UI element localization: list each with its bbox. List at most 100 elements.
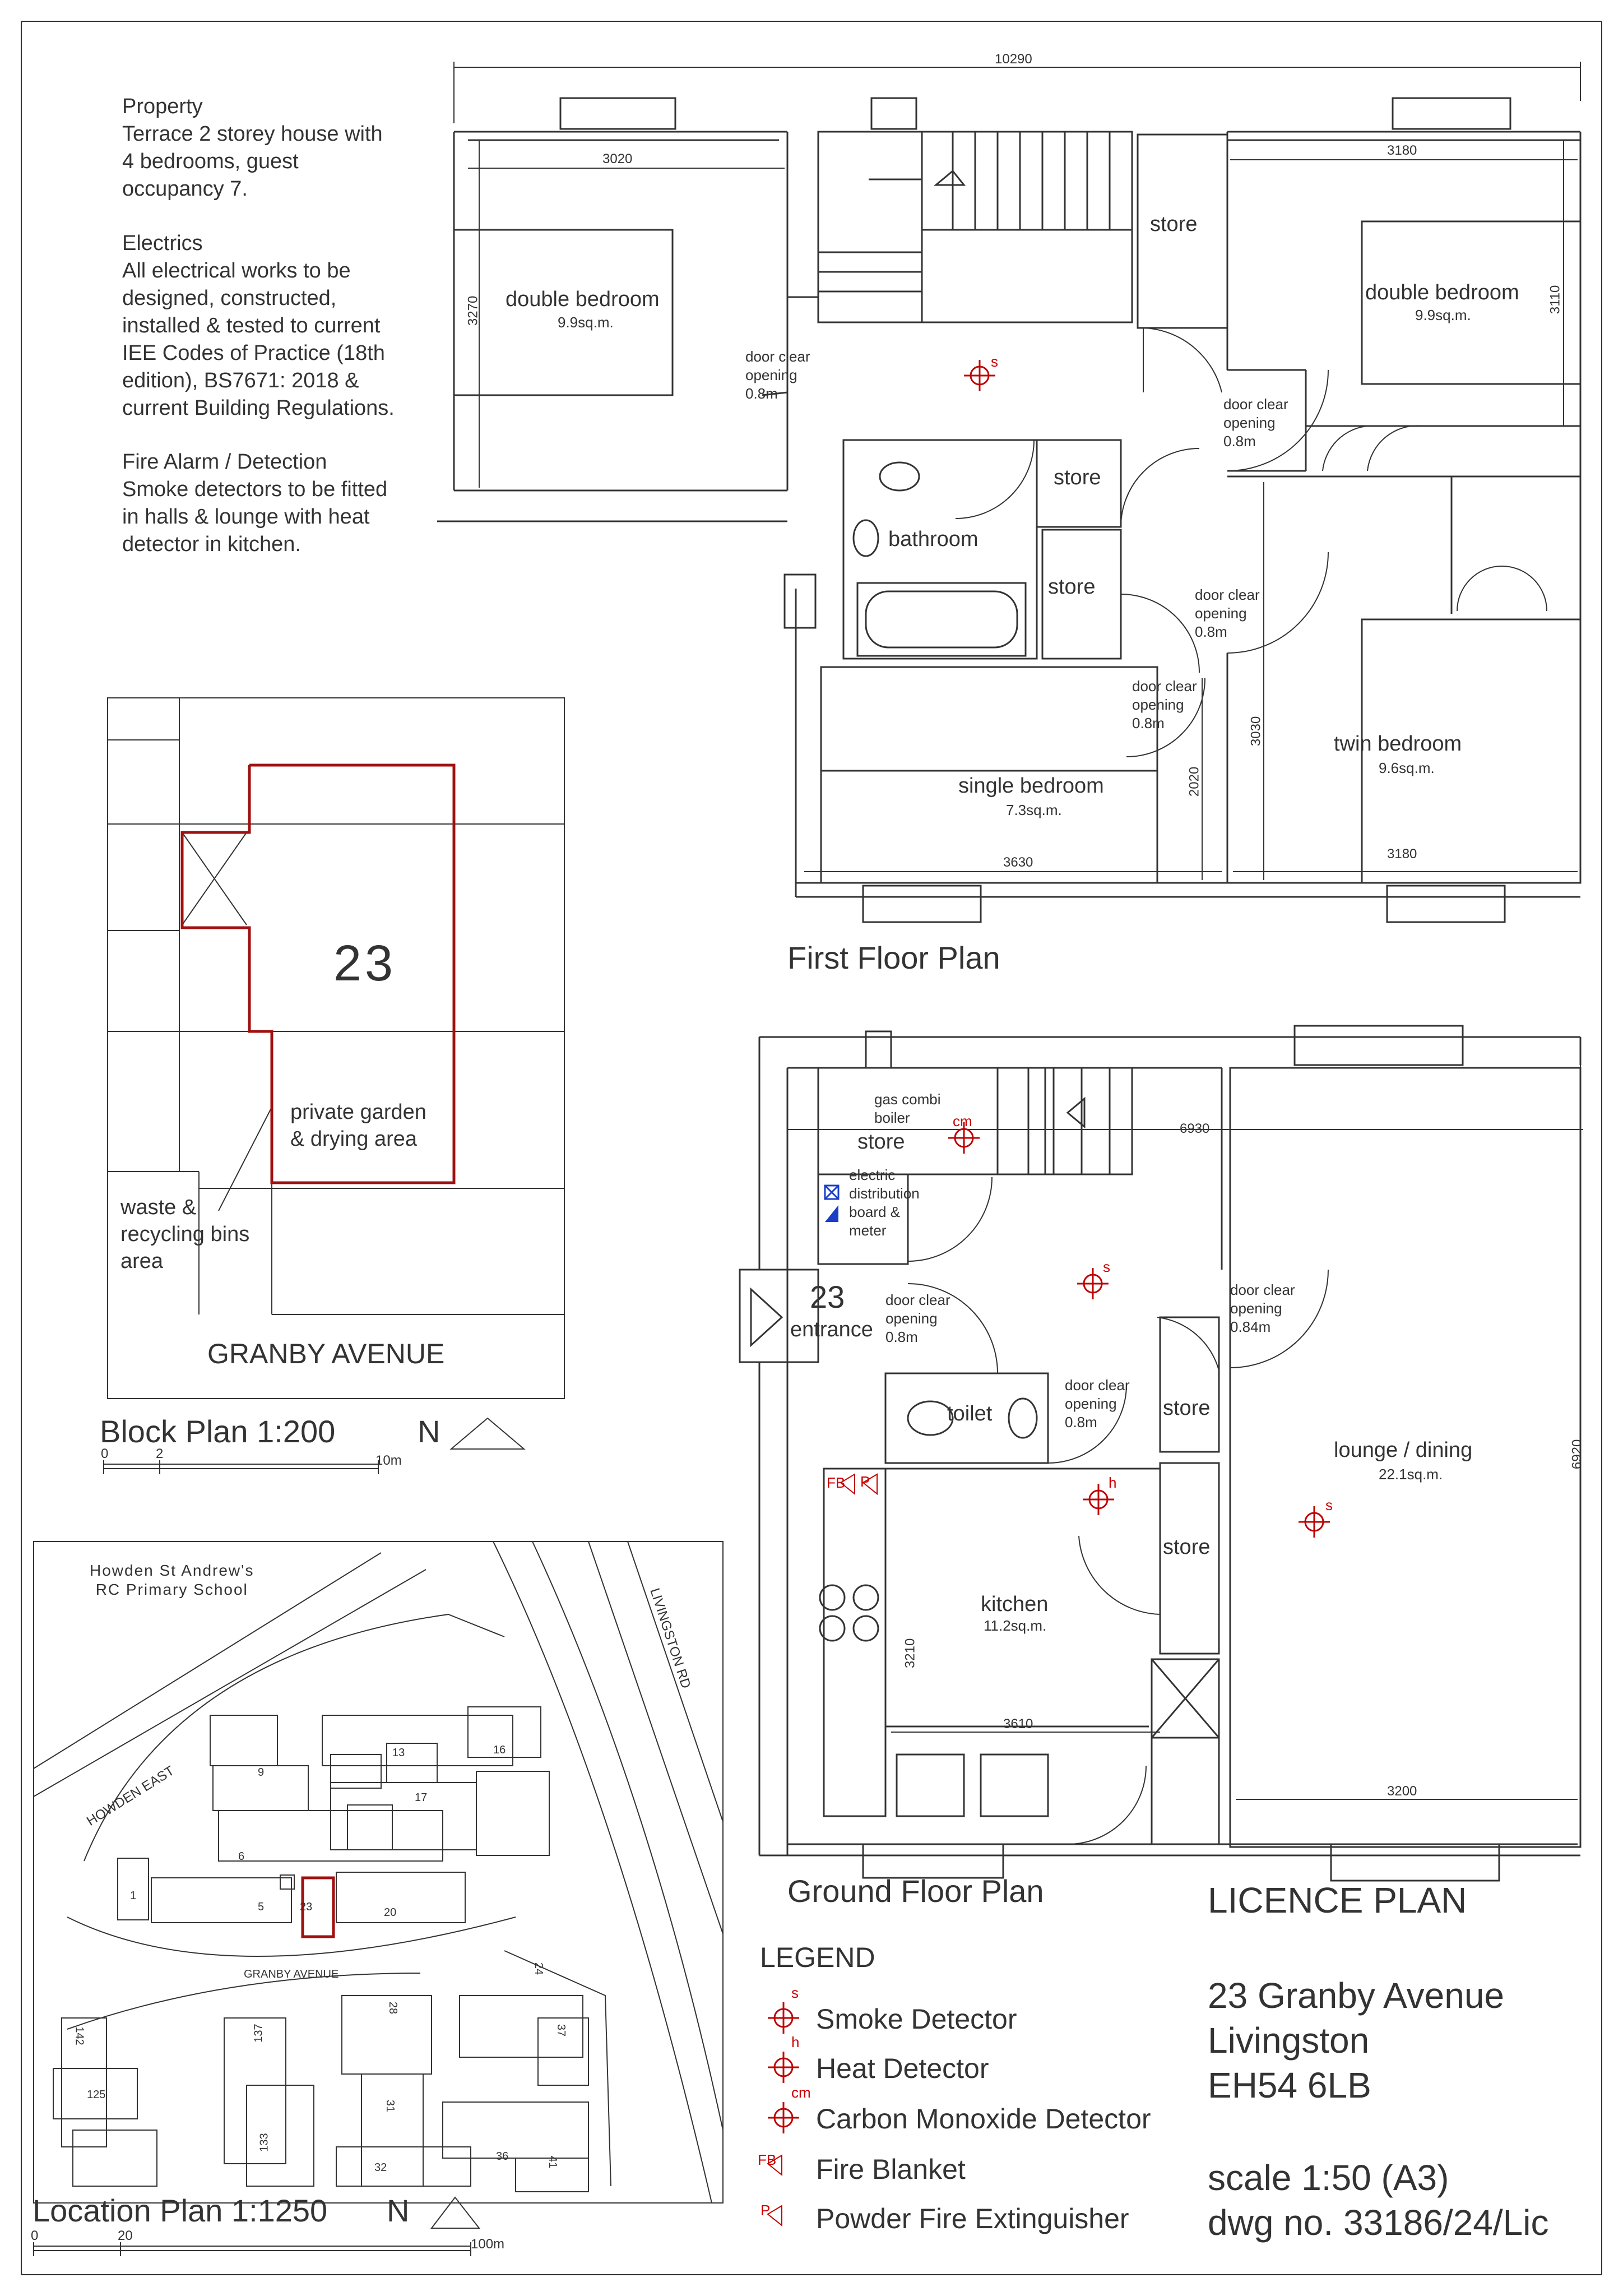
location-plan-linework: [33, 1541, 724, 2256]
room-store-boiler: store: [857, 1130, 905, 1154]
legend-sym-cm: cm: [791, 2084, 811, 2101]
location-num-23: 23: [300, 1901, 313, 1913]
legend-extinguisher: Powder Fire Extinguisher: [816, 2203, 1129, 2234]
location-num-6: 6: [238, 1850, 245, 1863]
notes-property-text: Terrace 2 storey house with 4 bedrooms, …: [122, 122, 383, 201]
door-note-gf-toilet: door clear opening 0.8m: [1065, 1377, 1130, 1431]
fire-blanket-mark: FB: [827, 1474, 846, 1491]
location-num-32: 32: [374, 2161, 387, 2174]
dim-3180-top: 3180: [1387, 143, 1417, 158]
dim-overall-first: 10290: [995, 52, 1032, 67]
legend-smoke-detector: Smoke Detector: [816, 2003, 1017, 2035]
location-scale-100: 100m: [471, 2237, 505, 2252]
dim-3110: 3110: [1547, 285, 1563, 314]
location-num-125: 125: [87, 2089, 106, 2101]
dim-3610: 3610: [1003, 1716, 1033, 1732]
dim-3210: 3210: [902, 1638, 918, 1669]
room-store-top: store: [1150, 212, 1198, 236]
dim-6920: 6920: [1569, 1439, 1585, 1470]
location-num-5: 5: [258, 1901, 265, 1913]
notes-electrics-text: All electrical works to be designed, con…: [122, 259, 395, 420]
block-scale-0: 0: [101, 1446, 109, 1461]
location-num-9: 9: [258, 1766, 265, 1779]
block-plan-title: Block Plan 1:200: [100, 1414, 336, 1449]
site-boundary: [180, 763, 456, 1184]
area-double-bedroom-left: 9.9sq.m.: [558, 314, 614, 331]
electric-board-label: electric distribution board & meter: [849, 1166, 920, 1239]
legend-fire-blanket: Fire Blanket: [816, 2154, 966, 2185]
carbon-monoxide-label: cm: [953, 1113, 972, 1130]
gas-combi-boiler-label: gas combi boiler: [874, 1091, 941, 1126]
block-scale-10: 10m: [375, 1453, 402, 1468]
room-bathroom: bathroom: [888, 527, 979, 551]
location-num-36: 36: [496, 2150, 509, 2163]
licence-plan-heading: LICENCE PLAN: [1208, 1880, 1467, 1920]
legend-sym-fb: FB: [758, 2151, 777, 2168]
room-twin-bedroom: twin bedroom: [1334, 732, 1462, 756]
ground-floor-walls: [739, 1025, 1583, 1882]
room-double-bedroom-right: double bedroom: [1365, 281, 1519, 304]
drawing-number: dwg no. 33186/24/Lic: [1208, 2202, 1549, 2243]
room-store-mid: store: [1054, 466, 1101, 489]
legend-sym-h: h: [791, 2034, 800, 2050]
door-note-ff-3: door clear opening 0.8m: [1195, 586, 1260, 640]
location-num-41: 41: [546, 2155, 559, 2169]
location-scale-0: 0: [31, 2228, 39, 2243]
room-toilet: toilet: [947, 1402, 993, 1425]
location-num-20: 20: [384, 1906, 397, 1919]
ground-floor-title: Ground Floor Plan: [787, 1873, 1044, 1909]
room-store-low: store: [1048, 575, 1096, 599]
block-garden-label: private garden & drying area: [290, 1100, 426, 1151]
legend-co-detector: Carbon Monoxide Detector: [816, 2103, 1151, 2135]
legend-sym-s: s: [791, 1984, 799, 2001]
first-floor-title: First Floor Plan: [787, 940, 1000, 975]
location-num-142: 142: [73, 2026, 86, 2045]
area-kitchen: 11.2sq.m.: [984, 1617, 1047, 1634]
dim-3270: 3270: [465, 295, 481, 326]
location-num-24: 24: [532, 1962, 545, 1975]
first-floor-walls: [437, 62, 1582, 923]
heat-detector-label: h: [1109, 1474, 1117, 1491]
door-note-ff-2: door clear opening 0.8m: [1223, 396, 1288, 450]
dim-3020: 3020: [602, 151, 633, 166]
notes-fire-heading: Fire Alarm / Detection: [122, 450, 327, 474]
room-single-bedroom: single bedroom: [958, 774, 1104, 798]
heat-detector-icon: [1083, 1484, 1114, 1515]
block-north-label: N: [418, 1414, 440, 1449]
door-note-gf-entrance: door clear opening 0.8m: [885, 1292, 950, 1345]
location-num-16: 16: [493, 1744, 506, 1756]
door-note-ff-1: door clear opening 0.8m: [745, 348, 810, 402]
extinguisher-mark: P: [860, 1473, 870, 1490]
detector-symbols: [767, 360, 1330, 2227]
location-num-13: 13: [392, 1747, 405, 1759]
dim-3180-bottom: 3180: [1387, 846, 1417, 862]
dim-3030: 3030: [1248, 716, 1264, 747]
area-lounge-dining: 22.1sq.m.: [1379, 1466, 1443, 1483]
location-scale-20: 20: [118, 2228, 133, 2243]
area-double-bedroom-right: 9.9sq.m.: [1415, 307, 1471, 323]
location-num-1: 1: [130, 1890, 137, 1902]
area-single-bedroom: 7.3sq.m.: [1006, 802, 1062, 818]
carbon-monoxide-detector-icon: [948, 1122, 980, 1154]
block-plan-linework: [103, 697, 565, 1474]
location-num-37: 37: [555, 2024, 568, 2037]
dim-2020: 2020: [1186, 766, 1202, 797]
block-house-number: 23: [333, 936, 397, 992]
location-num-31: 31: [384, 2099, 397, 2113]
legend-heat-detector: Heat Detector: [816, 2053, 989, 2084]
door-note-ff-4: door clear opening 0.8m: [1132, 678, 1197, 732]
entrance-house-number: 23: [810, 1279, 845, 1314]
location-road-granby: GRANBY AVENUE: [244, 1968, 339, 1980]
room-lounge-dining: lounge / dining: [1334, 1438, 1473, 1462]
legend-sym-p: P: [761, 2202, 771, 2219]
smoke-detector-label-lounge: s: [1325, 1497, 1333, 1513]
smoke-detector-label: s: [991, 353, 998, 370]
room-kitchen: kitchen: [981, 1593, 1049, 1616]
location-num-28: 28: [387, 2001, 400, 2015]
dim-3200: 3200: [1387, 1784, 1417, 1799]
block-street-label: GRANBY AVENUE: [207, 1338, 445, 1369]
block-bins-label: waste & recycling bins area: [120, 1196, 250, 1273]
address-block: 23 Granby Avenue Livingston EH54 6LB: [1208, 1975, 1504, 2105]
